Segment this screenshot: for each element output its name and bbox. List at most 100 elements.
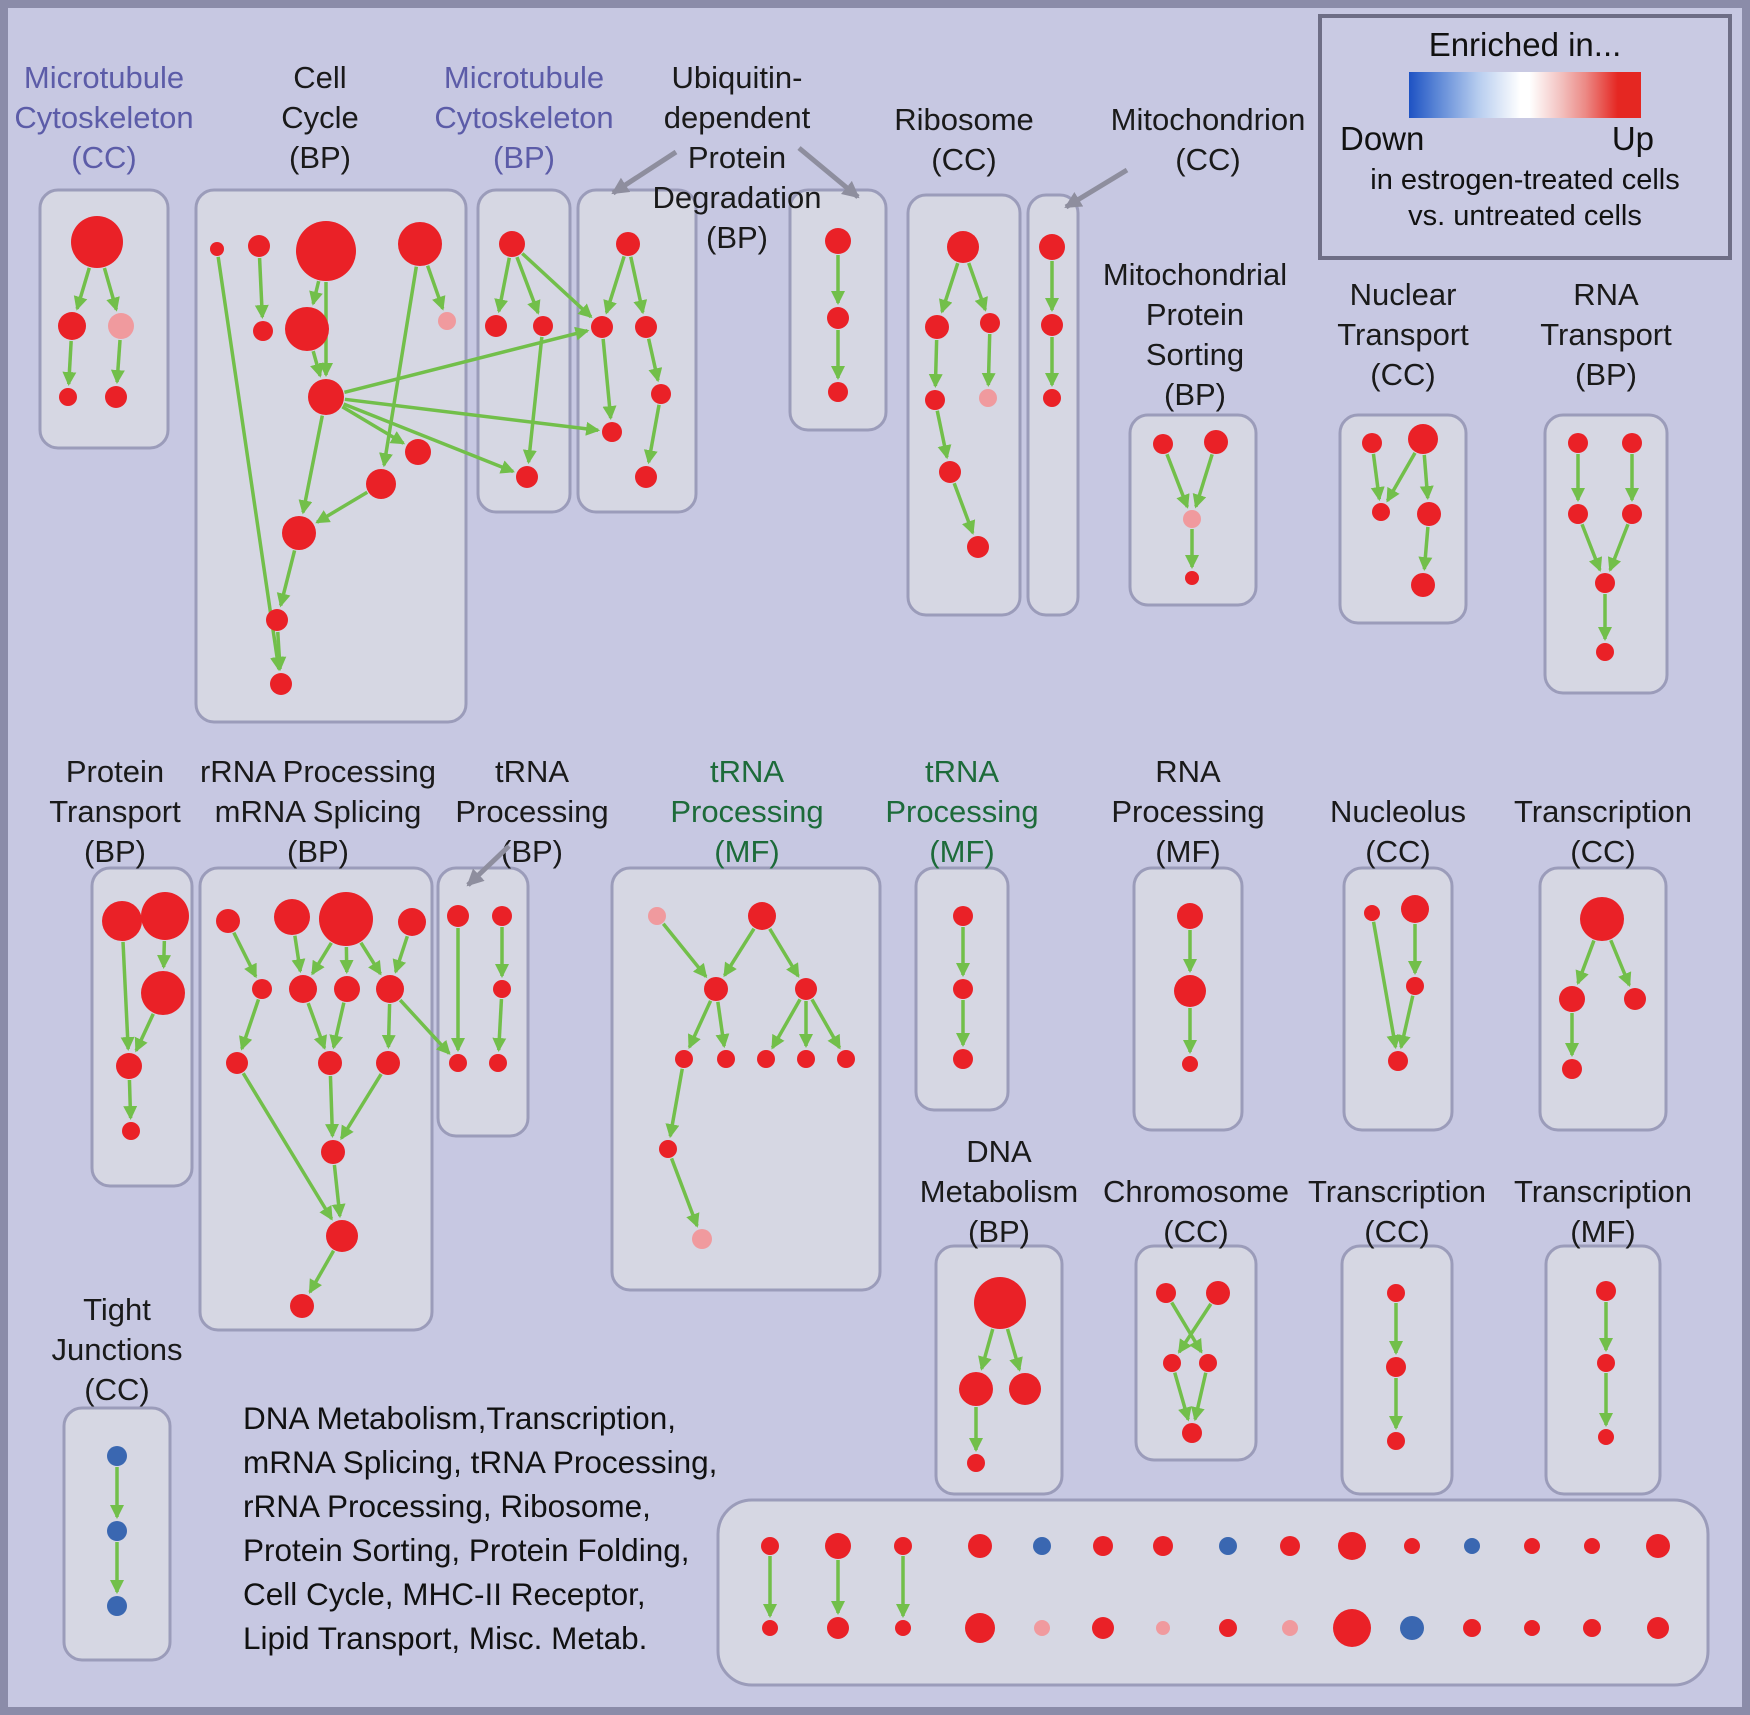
gene-node-misc-group-1 (825, 1533, 851, 1559)
gene-node-trna-processing-mf-a-7 (797, 1050, 815, 1068)
gene-node-microtubule-bp-0 (499, 231, 525, 257)
gene-node-ribosome-cc-5 (939, 461, 961, 483)
edge-rrna-processing (381, 1003, 396, 1050)
gene-node-chromosome-1 (1206, 1281, 1230, 1305)
edge-chromosome (1190, 1372, 1208, 1422)
edge-mito-protein-sorting (1192, 453, 1214, 509)
edge-microtubule-bp (494, 257, 512, 314)
edge-trna-processing-mf-a (665, 1068, 684, 1139)
edge-nucleolus (1396, 995, 1415, 1050)
gene-node-rrna-processing-2 (319, 892, 373, 946)
gene-node-microtubule-cc-3 (59, 388, 77, 406)
cluster-box-dna-metabolism (934, 1244, 1064, 1496)
misc-cluster-annotation: DNA Metabolism,Transcription, mRNA Splic… (243, 1396, 717, 1660)
edge-ribosome-cc (967, 262, 988, 312)
gene-node-rrna-processing-10 (376, 1051, 400, 1075)
gene-node-trna-processing-mf-a-1 (748, 902, 776, 930)
nodes-layer (58, 216, 1670, 1647)
gene-node-nuclear-transport-3 (1417, 502, 1441, 526)
gene-node-misc-group-6 (1153, 1536, 1173, 1556)
edge-microtubule-cc (73, 267, 91, 311)
gene-node-nuclear-transport-0 (1362, 433, 1382, 453)
gene-node-rna-processing-mf-2 (1182, 1056, 1198, 1072)
gene-node-mitochondrion-cc-0 (1039, 234, 1065, 260)
gene-node-rrna-processing-1 (274, 899, 310, 935)
edge-rrna-processing (308, 1249, 336, 1294)
gene-node-ribosome-cc-0 (947, 231, 979, 263)
legend-up-label: Up (1611, 120, 1654, 157)
gene-node-misc-group-8 (1280, 1536, 1300, 1556)
cluster-box-trna-processing-mf-a (610, 866, 882, 1292)
gene-node-microtubule-bp-3 (516, 466, 538, 488)
gene-node-rna-transport-1 (1622, 433, 1642, 453)
gene-node-rrna-processing-3 (398, 908, 426, 936)
gene-node-mitochondrion-cc-1 (1041, 314, 1063, 336)
cluster-label-transcription-mf: Transcription(MF) (1514, 1174, 1692, 1249)
edge-cell-cycle (379, 266, 419, 468)
gene-node-cell-cycle-6 (438, 312, 456, 330)
misc-text-line: Protein Sorting, Protein Folding, (243, 1532, 690, 1568)
gene-node-misc-group-27 (1524, 1620, 1540, 1636)
gene-node-misc-group-17 (895, 1620, 911, 1636)
edge-trna-processing-mf-a (810, 998, 842, 1050)
gene-node-transcription-cc-b-2 (1387, 1432, 1405, 1450)
gene-node-chromosome-2 (1163, 1354, 1181, 1372)
gene-node-ubiq-1-5 (635, 466, 657, 488)
edge-trna-processing-bp (492, 998, 507, 1053)
edge-ubiq-1 (603, 255, 626, 315)
gene-node-protein-transport-0 (102, 901, 142, 941)
edge-microtubule-bp (522, 336, 544, 465)
gene-node-misc-group-25 (1400, 1616, 1424, 1640)
gene-node-ubiq-1-3 (651, 384, 671, 404)
gene-node-trna-processing-bp-0 (447, 905, 469, 927)
gene-node-trna-processing-bp-1 (492, 906, 512, 926)
gene-node-rna-processing-mf-0 (1177, 903, 1203, 929)
gene-node-ribosome-cc-4 (979, 389, 997, 407)
gene-node-dna-metabolism-0 (974, 1277, 1026, 1329)
gene-node-microtubule-bp-2 (533, 316, 553, 336)
edge-nuclear-transport (1419, 454, 1434, 501)
gene-node-trna-processing-mf-b-2 (953, 1049, 973, 1069)
cluster-label-nucleolus: Nucleolus(CC) (1330, 794, 1466, 869)
gene-node-cell-cycle-5 (285, 307, 329, 351)
cluster-box-microtubule-bp (476, 188, 572, 514)
gene-node-mito-protein-sorting-2 (1183, 510, 1201, 528)
edge-trna-processing-mf-a (768, 927, 800, 978)
gene-node-mito-protein-sorting-0 (1153, 434, 1173, 454)
gene-node-rrna-processing-6 (334, 976, 360, 1002)
gene-node-chromosome-0 (1156, 1283, 1176, 1303)
gene-node-rrna-processing-9 (318, 1051, 342, 1075)
gene-node-rna-transport-4 (1595, 573, 1615, 593)
gene-node-rrna-processing-4 (252, 979, 272, 999)
gene-node-misc-group-13 (1584, 1538, 1600, 1554)
misc-text-line: mRNA Splicing, tRNA Processing, (243, 1444, 718, 1480)
gene-node-rrna-processing-11 (321, 1140, 345, 1164)
gene-node-nucleolus-1 (1401, 895, 1429, 923)
edge-mito-protein-sorting (1165, 453, 1190, 509)
gene-node-ribosome-cc-1 (925, 315, 949, 339)
gene-node-microtubule-cc-0 (71, 216, 123, 268)
edge-nucleolus (1371, 921, 1401, 1050)
gene-node-ubiq-2-1 (827, 307, 849, 329)
edge-cell-cycle (254, 257, 269, 320)
edge-rrna-processing (239, 998, 261, 1051)
gene-node-transcription-cc-a-2 (1624, 988, 1646, 1010)
gene-node-mitochondrion-cc-2 (1043, 389, 1061, 407)
edge-cell-cycle (310, 350, 324, 378)
edge-nuclear-transport (1418, 526, 1433, 572)
edge-rrna-processing (241, 1072, 334, 1221)
gene-node-misc-group-21 (1156, 1621, 1170, 1635)
gene-node-microtubule-cc-4 (105, 386, 127, 408)
gene-node-misc-group-16 (827, 1617, 849, 1639)
gene-node-cell-cycle-10 (282, 516, 316, 550)
gene-node-misc-group-22 (1219, 1619, 1237, 1637)
gene-node-chromosome-4 (1182, 1423, 1202, 1443)
edge-trna-processing-mf-a (687, 1000, 713, 1049)
edge-chromosome (1173, 1372, 1192, 1422)
edge-ubiq-1 (646, 338, 663, 383)
gene-node-misc-group-26 (1463, 1619, 1481, 1637)
